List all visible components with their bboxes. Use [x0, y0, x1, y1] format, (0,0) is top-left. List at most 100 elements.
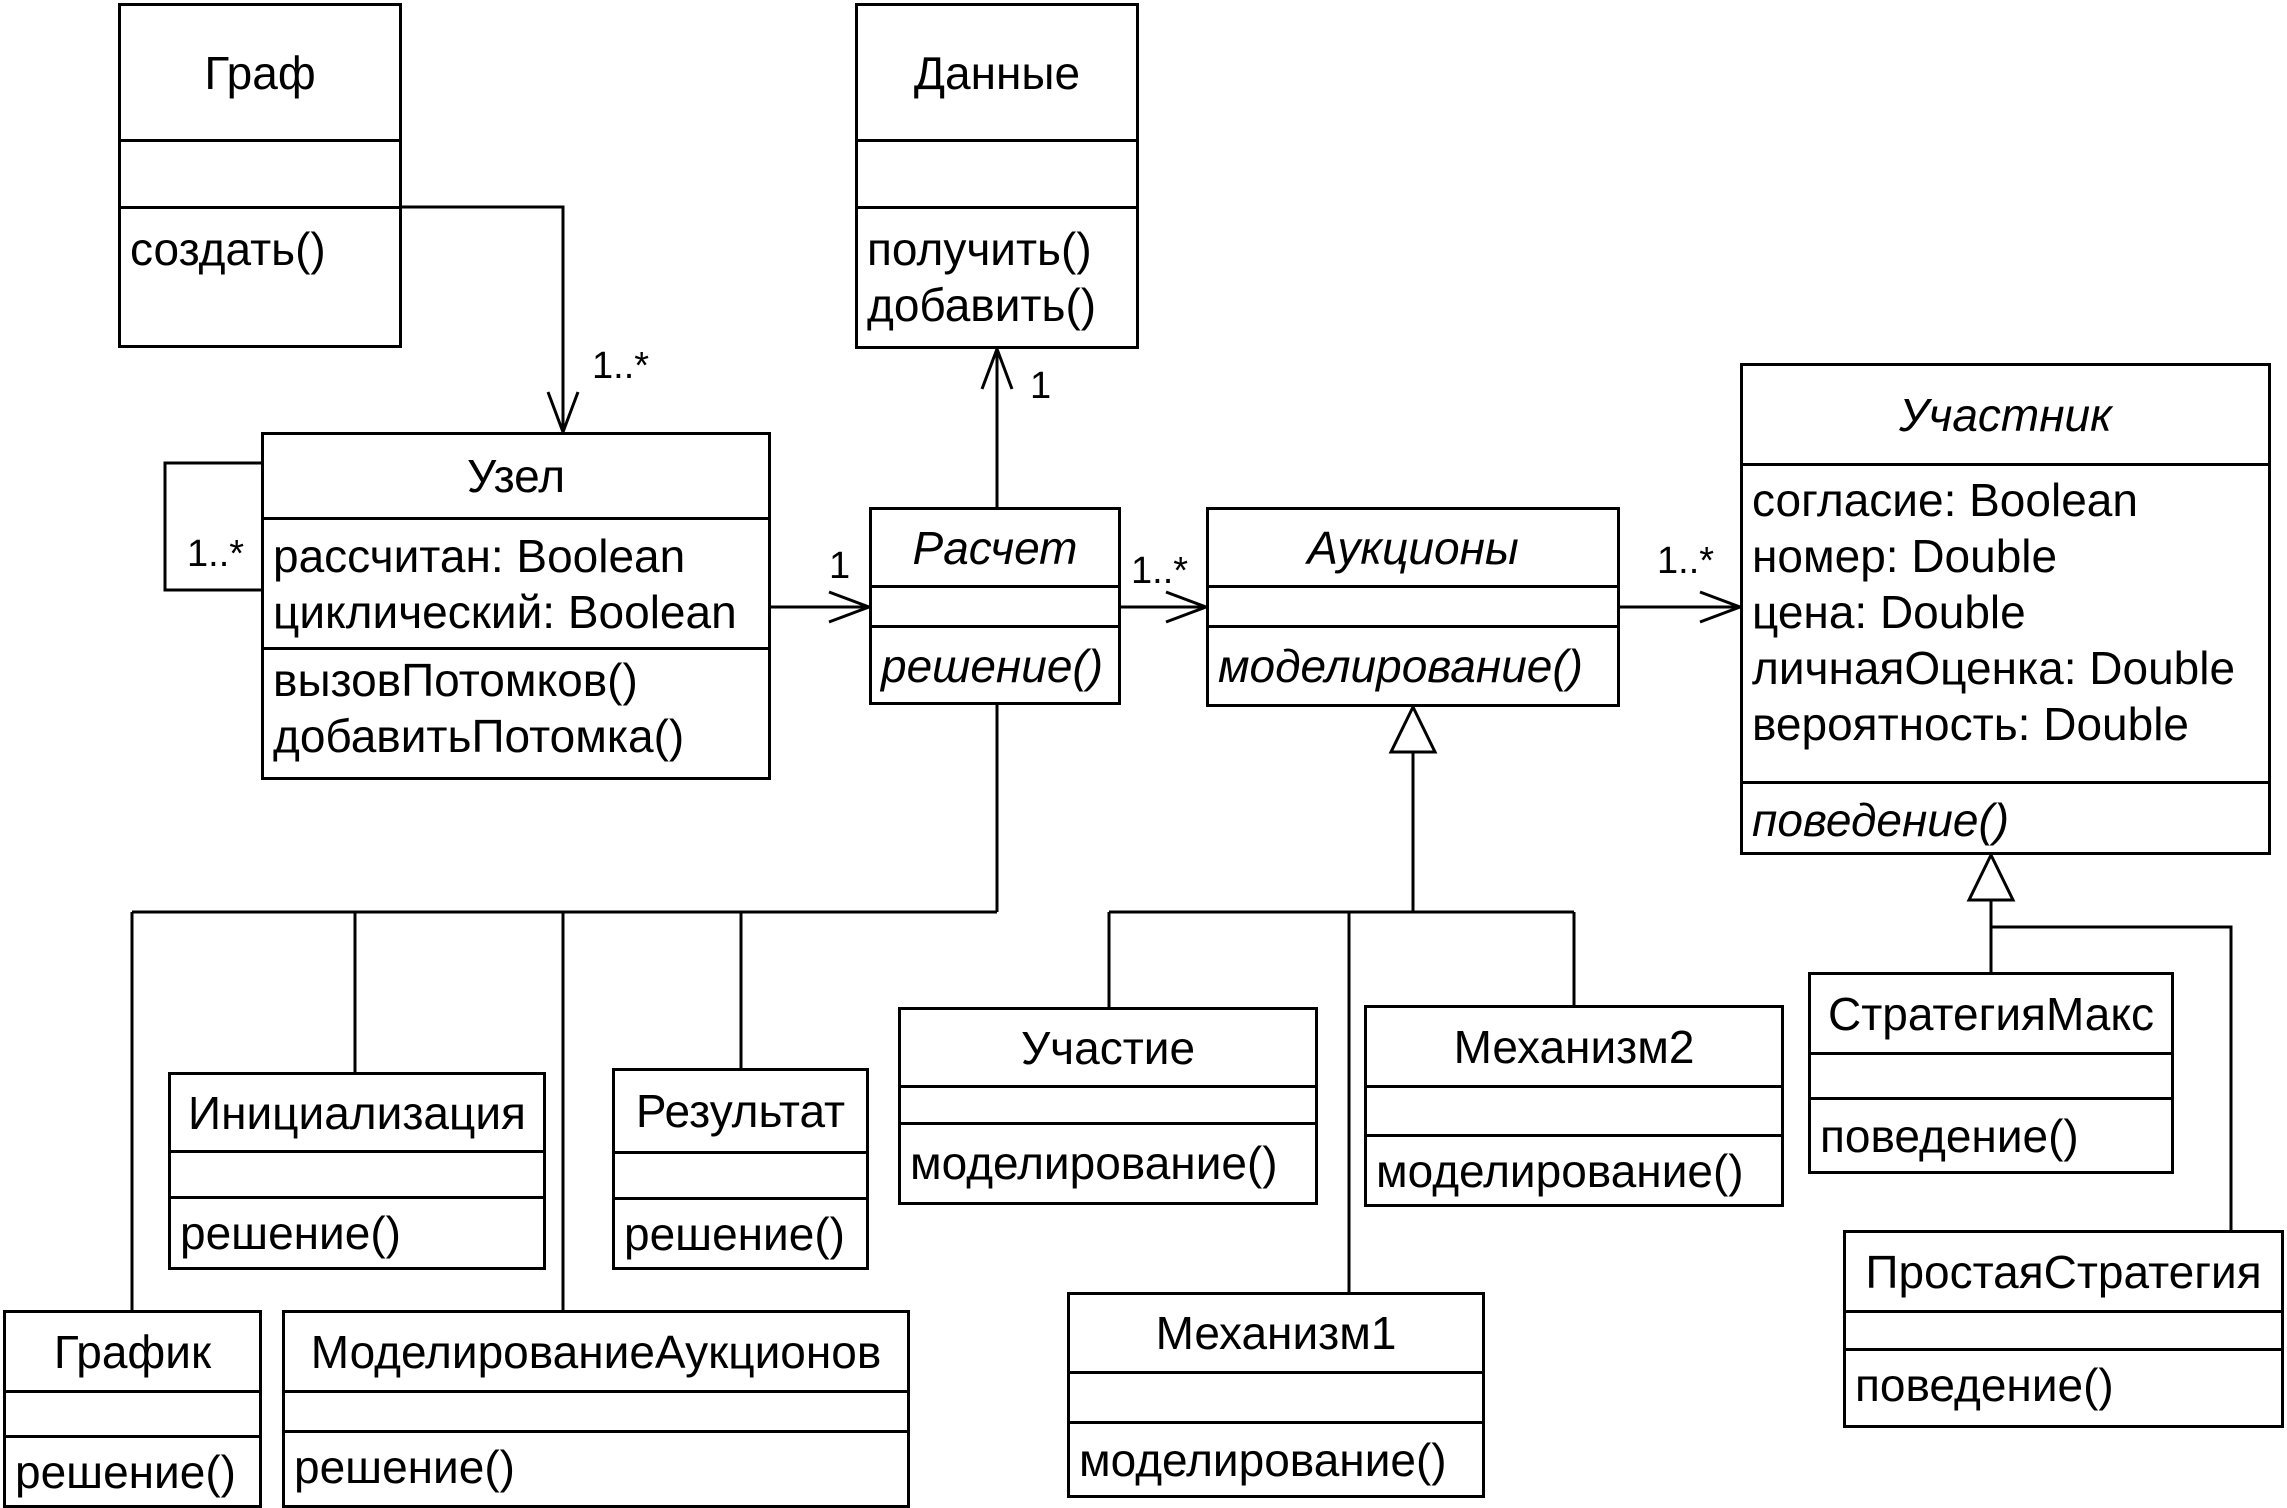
class-operations: вызовПотомков() добавитьПотомка(): [264, 647, 768, 777]
class-mekhanizm2: Механизм2 моделирование(): [1364, 1005, 1784, 1207]
attribute: вероятность: Double: [1752, 698, 2189, 750]
operation: поведение(): [1820, 1110, 2079, 1162]
class-operations: получить() добавить(): [858, 206, 1136, 346]
class-mekhanizm1: Механизм1 моделирование(): [1067, 1292, 1485, 1498]
multiplicity-uzel-raschet: 1: [829, 545, 851, 587]
class-name-text: Узел: [466, 450, 566, 502]
generalization-uchastnik-branch: [1991, 925, 2233, 1230]
operation: поведение(): [1752, 794, 2010, 846]
operation: моделирование(): [1079, 1434, 1447, 1486]
class-prostaya-strategiya: ПростаяСтратегия поведение(): [1843, 1230, 2284, 1428]
operation: создать(): [130, 223, 326, 275]
class-operations: поведение(): [1743, 781, 2268, 852]
class-name-text: Инициализация: [188, 1086, 526, 1139]
class-name-text: Механизм2: [1453, 1020, 1695, 1073]
generalization-triangle-auktsiony: [1388, 703, 1438, 754]
class-name: Механизм1: [1070, 1295, 1482, 1371]
class-operations: моделирование(): [901, 1122, 1315, 1202]
class-name-text: График: [53, 1325, 212, 1378]
class-operations: моделирование(): [1367, 1134, 1781, 1204]
class-name-text: Механизм1: [1155, 1307, 1397, 1359]
class-name-text: Участник: [1899, 388, 2112, 441]
class-attributes: [858, 139, 1136, 206]
class-operations: решение(): [615, 1197, 866, 1267]
class-name-text: Результат: [635, 1085, 846, 1137]
class-graf: Граф создать(): [118, 3, 402, 348]
class-name: Расчет: [872, 510, 1118, 585]
class-name-text: МоделированиеАукционов: [310, 1325, 882, 1378]
class-operations: решение(): [171, 1196, 543, 1267]
class-name: Данные: [858, 6, 1136, 139]
operation: решение(): [180, 1207, 401, 1259]
association-uzel-self: [163, 461, 261, 592]
class-operations: создать(): [121, 206, 399, 345]
class-initsializatsiya: Инициализация решение(): [168, 1072, 546, 1270]
class-name-text: Участие: [1020, 1021, 1196, 1074]
operation: моделирование(): [1376, 1145, 1744, 1197]
class-name: ПростаяСтратегия: [1846, 1233, 2281, 1310]
operation: решение(): [294, 1441, 515, 1493]
class-attributes: [1070, 1371, 1482, 1421]
class-attributes: [615, 1151, 866, 1197]
generalization-triangle-uchastnik: [1966, 851, 2016, 902]
class-modelirovanie-auktsionov: МоделированиеАукционов решение(): [282, 1310, 910, 1508]
operation: поведение(): [1855, 1359, 2114, 1411]
operation: вызовПотомков(): [273, 654, 638, 706]
class-name: Участие: [901, 1010, 1315, 1085]
class-name: СтратегияМакс: [1811, 975, 2171, 1052]
association-graf-uzel: [402, 205, 565, 432]
class-name: Аукционы: [1209, 510, 1617, 585]
attribute: личнаяОценка: Double: [1752, 642, 2236, 694]
class-name: Участник: [1743, 366, 2268, 463]
attribute: цена: Double: [1752, 586, 2026, 638]
class-name: Механизм2: [1367, 1008, 1781, 1085]
class-attributes: рассчитан: Boolean циклический: Boolean: [264, 517, 768, 647]
multiplicity-graf-uzel: 1..*: [592, 345, 650, 387]
class-operations: моделирование(): [1209, 625, 1617, 704]
class-name-text: ПростаяСтратегия: [1865, 1245, 2262, 1298]
operation: решение(): [624, 1208, 845, 1260]
operation: решение(): [881, 640, 1104, 692]
class-uzel: Узел рассчитан: Boolean циклический: Boo…: [261, 432, 771, 780]
class-name: Инициализация: [171, 1075, 543, 1150]
attribute: согласие: Boolean: [1752, 474, 2138, 526]
class-attributes: [1367, 1085, 1781, 1134]
class-name-text: СтратегияМакс: [1827, 987, 2155, 1040]
multiplicity-raschet-dannye: 1: [1030, 365, 1052, 407]
class-dannye: Данные получить() добавить(): [855, 3, 1139, 349]
class-operations: моделирование(): [1070, 1421, 1482, 1495]
class-attributes: [1846, 1310, 2281, 1348]
class-name-text: Данные: [913, 46, 1081, 99]
class-attributes: [872, 585, 1118, 625]
class-attributes: [6, 1390, 259, 1435]
class-name-text: Расчет: [912, 521, 1078, 574]
operation: моделирование(): [1218, 640, 1583, 692]
operation: добавить(): [867, 279, 1097, 331]
class-attributes: [285, 1390, 907, 1430]
operation: добавитьПотомка(): [273, 710, 685, 762]
class-name: Узел: [264, 435, 768, 517]
class-operations: поведение(): [1811, 1097, 2171, 1171]
operation: решение(): [15, 1446, 236, 1498]
class-attributes: [171, 1150, 543, 1196]
class-rezultat: Результат решение(): [612, 1068, 869, 1270]
attribute: рассчитан: Boolean: [273, 530, 686, 582]
attribute: циклический: Boolean: [273, 586, 737, 638]
multiplicity-raschet-auktsiony: 1..*: [1131, 550, 1189, 592]
class-attributes: [1209, 585, 1617, 625]
operation: получить(): [867, 223, 1092, 275]
operation: моделирование(): [910, 1137, 1278, 1189]
class-attributes: [1811, 1052, 2171, 1097]
attribute: номер: Double: [1752, 530, 2058, 582]
class-attributes: [121, 139, 399, 206]
class-operations: поведение(): [1846, 1348, 2281, 1425]
class-strategiya-maks: СтратегияМакс поведение(): [1808, 972, 2174, 1174]
class-uchastie: Участие моделирование(): [898, 1007, 1318, 1205]
multiplicity-uzel-self: 1..*: [187, 533, 245, 575]
class-uchastnik: Участник согласие: Boolean номер: Double…: [1740, 363, 2271, 855]
arrowhead-raschet-dannye: [980, 344, 1014, 390]
class-name-text: Аукционы: [1307, 521, 1519, 574]
class-attributes: [901, 1085, 1315, 1122]
class-operations: решение(): [285, 1430, 907, 1505]
